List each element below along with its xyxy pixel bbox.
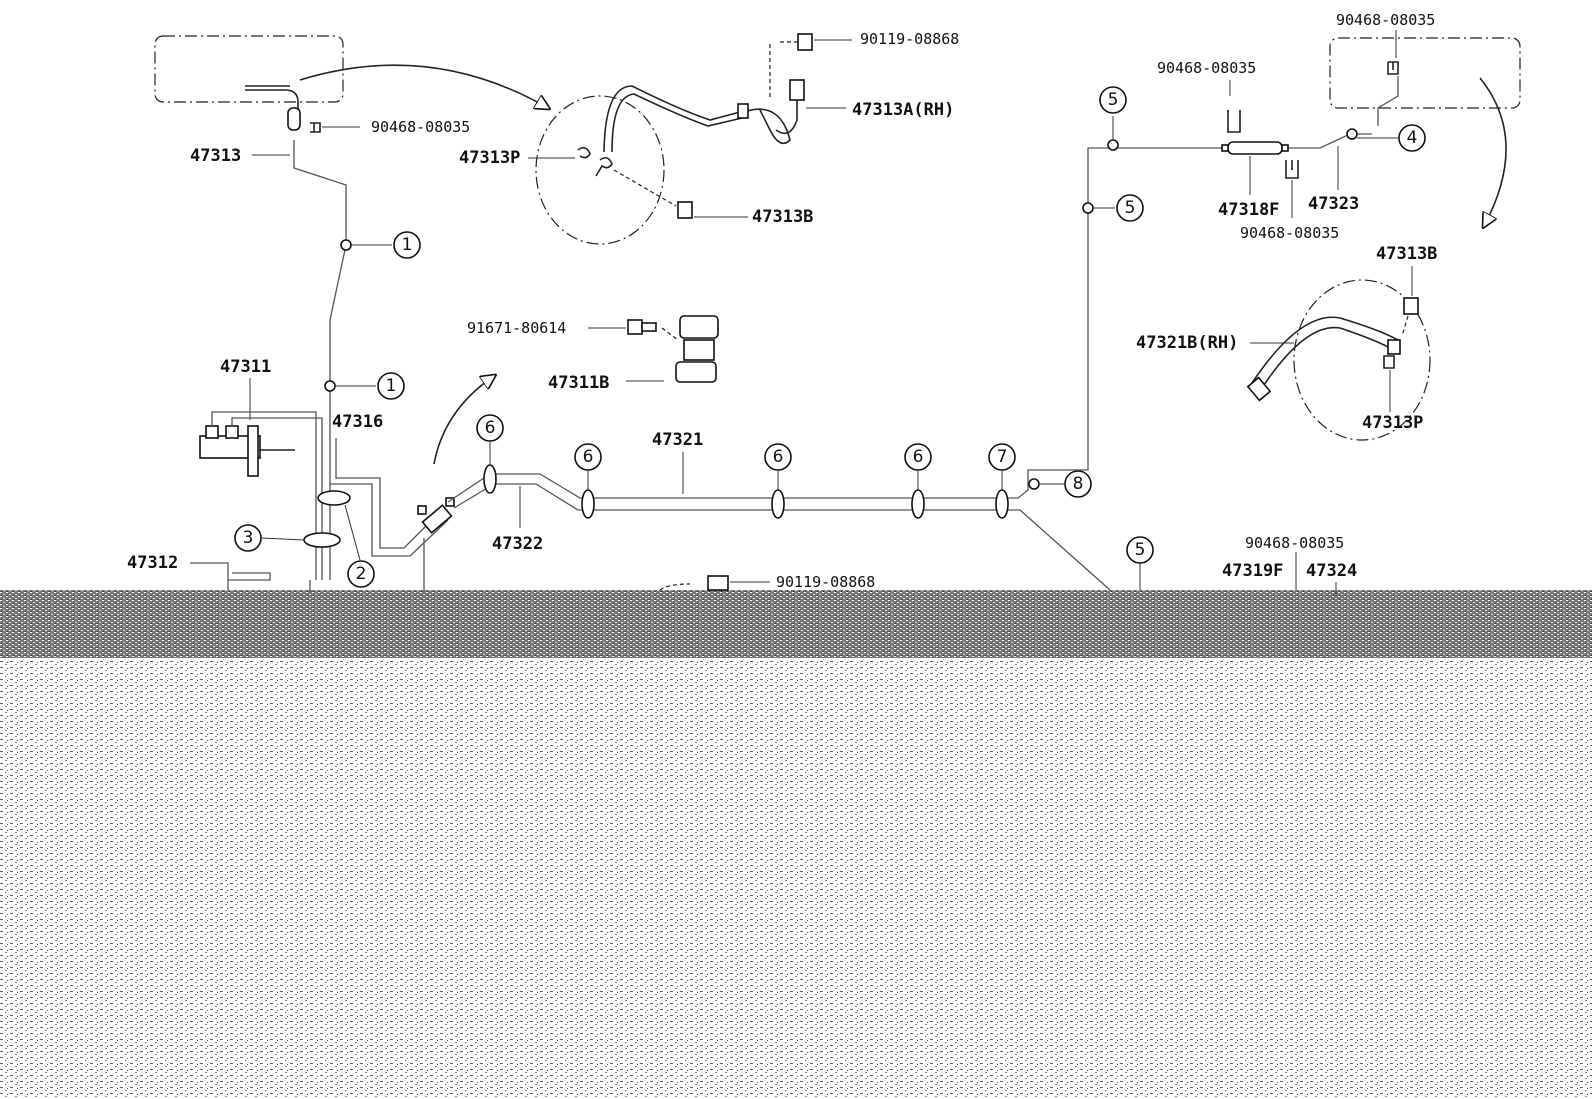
label-47313B-a: 47313B	[752, 207, 813, 227]
bolt-icon	[1403, 297, 1419, 315]
label-90468-a: 90468-08035	[371, 118, 470, 136]
label-47323: 47323	[1308, 194, 1359, 214]
label-47313: 47313	[190, 146, 241, 166]
hose-47318F	[1227, 141, 1283, 155]
label-47313P-b: 47313P	[1362, 413, 1423, 433]
noise-band	[0, 590, 1592, 658]
callout-6b: 6	[583, 447, 594, 467]
clip-icon	[577, 146, 591, 159]
callout-8: 8	[1073, 474, 1084, 494]
clip-icon	[310, 122, 321, 133]
clip-icon	[1227, 110, 1241, 133]
grommet	[303, 532, 341, 548]
callout-1b: 1	[386, 376, 397, 396]
clip-icon	[1383, 355, 1395, 369]
callout-2: 2	[356, 564, 367, 584]
label-47321B: 47321B(RH)	[1136, 333, 1238, 353]
noise-region	[0, 660, 1592, 1099]
callout-4: 4	[1407, 128, 1418, 148]
detail-box-left	[154, 35, 344, 103]
callout-5a: 5	[1108, 90, 1119, 110]
label-47313A: 47313A(RH)	[852, 100, 954, 120]
label-47316: 47316	[332, 412, 383, 432]
brake-line-47313	[293, 140, 347, 580]
label-47321: 47321	[652, 430, 703, 450]
clamp	[771, 489, 785, 519]
label-47313P-a: 47313P	[459, 148, 520, 168]
label-90468-b: 90468-08035	[1157, 59, 1256, 77]
callout-circle	[393, 231, 421, 259]
callout-6a: 6	[485, 418, 496, 438]
label-47311: 47311	[220, 357, 271, 377]
hose-47313A	[603, 85, 741, 153]
bolt-icon	[677, 201, 693, 219]
label-47324: 47324	[1306, 561, 1357, 581]
callout-6c: 6	[773, 447, 784, 467]
label-47322: 47322	[492, 534, 543, 554]
label-90468-d: 90468-08035	[1336, 11, 1435, 29]
clamp	[483, 464, 497, 494]
callout-7: 7	[997, 447, 1008, 467]
clip-icon	[1285, 160, 1299, 179]
brake-line-47316	[335, 438, 441, 549]
label-90468-c: 90468-08035	[1240, 224, 1339, 242]
callout-6d: 6	[913, 447, 924, 467]
label-91671: 91671-80614	[467, 319, 566, 337]
brake-line-47312	[190, 562, 271, 581]
label-47312: 47312	[127, 553, 178, 573]
clip-icon	[1387, 61, 1399, 75]
brake-line-rear	[1060, 147, 1232, 471]
arrow-up	[433, 376, 494, 465]
label-47318F: 47318F	[1218, 200, 1279, 220]
bolt-icon	[707, 575, 729, 591]
arrow-top-left	[299, 64, 548, 108]
arrow-right	[1479, 77, 1507, 226]
detail-box-right	[1329, 37, 1521, 109]
clamp	[581, 489, 595, 519]
label-47319F: 47319F	[1222, 561, 1283, 581]
label-90119-b: 90119-08868	[776, 573, 875, 591]
callout-1a: 1	[402, 235, 413, 255]
detail-ellipse-center	[535, 95, 665, 245]
callout-3: 3	[243, 528, 254, 548]
grommet	[317, 490, 351, 506]
callout-5b: 5	[1125, 198, 1136, 218]
fitting-47313	[287, 107, 301, 131]
hose-47321B	[1249, 316, 1399, 387]
brake-line-47321	[447, 469, 1060, 503]
detail-ellipse-right	[1293, 279, 1431, 441]
label-90119-a: 90119-08868	[860, 30, 959, 48]
pipe-end-left	[245, 89, 299, 120]
union-block	[421, 504, 453, 534]
label-90468-e: 90468-08035	[1245, 534, 1344, 552]
label-47311B: 47311B	[548, 373, 609, 393]
bolt-icon	[797, 33, 813, 51]
label-47313B-b: 47313B	[1376, 244, 1437, 264]
clamp	[995, 489, 1009, 519]
bolt-icon	[627, 319, 643, 335]
bracket-47311B	[679, 315, 719, 339]
callout-5c: 5	[1135, 540, 1146, 560]
clamp	[911, 489, 925, 519]
